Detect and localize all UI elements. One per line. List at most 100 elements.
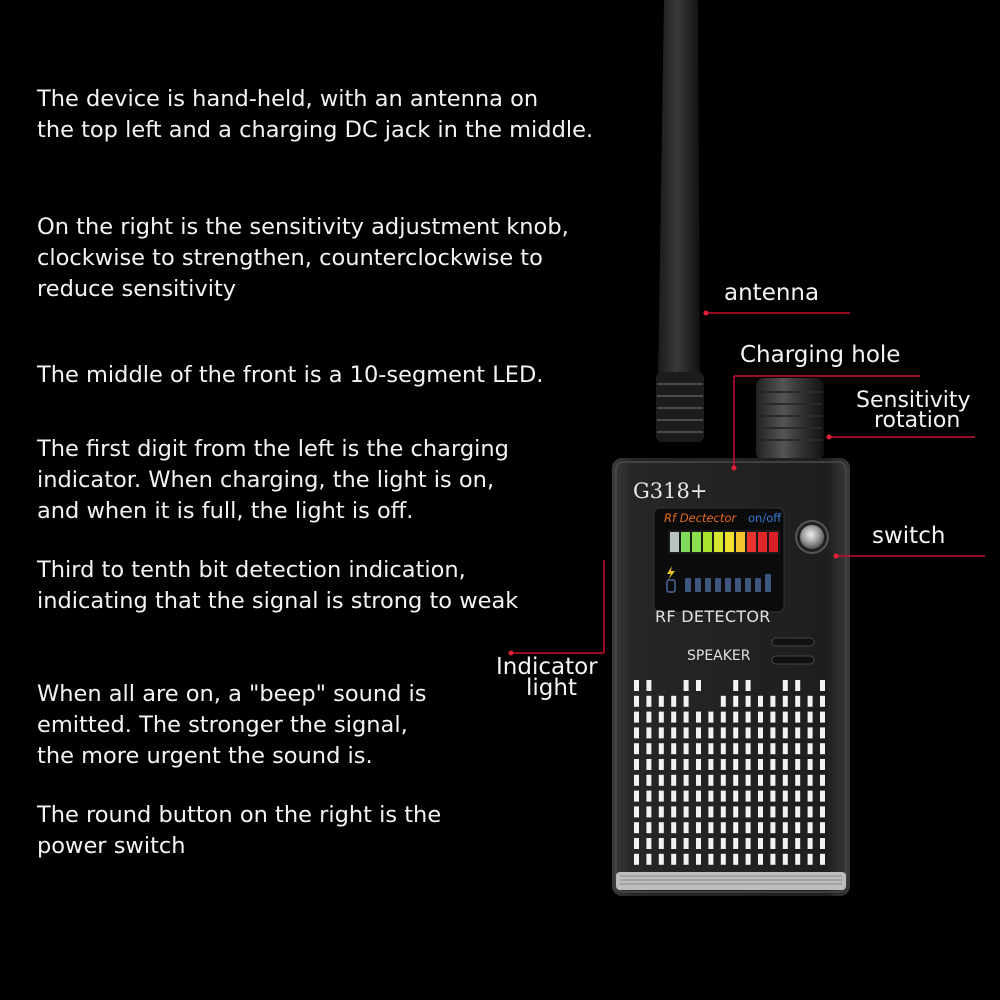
callout-switch: switch [872,523,946,549]
grill-slot [807,695,813,707]
battery-icon [666,579,676,593]
led-segment [736,532,745,552]
grill-slot [807,790,813,802]
grill-slot [795,838,801,849]
grill-slot [807,759,813,770]
sensitivity-knob-graphic [756,378,824,460]
grill-slot [770,711,776,723]
grill-slot [770,822,776,834]
led-segment [692,532,701,552]
grill-slot [820,680,825,691]
grill-slot [634,711,639,723]
grill-slot [745,727,751,739]
grill-slot [795,790,801,802]
led-segment [758,532,767,552]
grill-slot [770,790,776,802]
grill-slot [634,790,639,802]
grill-slot [758,853,763,865]
grill-slot [720,727,726,739]
grill-slot [646,695,652,707]
grill-slot [733,790,739,802]
grill-slot [758,806,763,818]
grill-slot [658,822,664,834]
grill-slot [720,743,726,755]
grill-slot [758,711,763,723]
grill-slot [708,853,714,865]
leader-lines [511,312,985,654]
grill-slot [646,743,652,755]
grill-slot [807,711,813,723]
grill-slot [820,727,825,739]
led-segment [725,532,734,552]
grill-slot [671,759,677,770]
grill-slot [646,759,652,770]
grill-slot [696,759,701,770]
grill-slot [658,759,664,770]
grill-slot [671,806,677,818]
grill-slot [782,806,788,818]
grill-slot [720,838,726,849]
grill-slot [758,743,763,755]
led-segment [747,532,756,552]
grill-slot [782,790,788,802]
led-bar [668,530,780,554]
grill-slot [720,822,726,834]
description-charging: The first digit from the left is the cha… [37,436,509,524]
grill-slot [658,774,664,786]
grill-slot [745,711,751,723]
grill-slot [745,853,751,865]
grill-slot [758,774,763,786]
grill-slot [658,806,664,818]
grill-slot [683,727,689,739]
led-segment [670,532,679,552]
grill-slot [658,711,664,723]
callout-light: light [526,675,577,701]
grill-slot [683,695,689,707]
grill-slot [758,695,763,707]
grill-slot [745,806,751,818]
grill-slot [708,711,714,723]
grill-slot [795,774,801,786]
grill-slot [770,727,776,739]
grill-slot [758,790,763,802]
grill-slot [733,838,739,849]
grill-slot [807,774,813,786]
grill-slot [658,790,664,802]
grill-slot [696,838,701,849]
grill-slot [683,806,689,818]
grill-slot [795,822,801,834]
grill-slot [646,806,652,818]
description-knob: On the right is the sensitivity adjustme… [37,214,569,302]
grill-slot [671,727,677,739]
grill-slot [795,759,801,770]
grill-slot [807,727,813,739]
callout-charging-hole: Charging hole [740,342,901,368]
grill-slot [795,853,801,865]
grill-slot [795,743,801,755]
grill-slot [733,806,739,818]
grill-slot [708,790,714,802]
onoff-label: on/off [748,511,782,525]
grill-slot [733,759,739,770]
grill-slot [720,711,726,723]
description-led: The middle of the front is a 10-segment … [37,362,544,388]
grill-slot [683,838,689,849]
grill-slot [820,822,825,834]
grill-slot [745,774,751,786]
grill-slot [820,743,825,755]
grill-slot [683,822,689,834]
grill-slot [795,711,801,723]
grill-slot [671,711,677,723]
grill-slot [807,743,813,755]
grill-slot [745,695,751,707]
grill-slot [646,853,652,865]
grill-slot [696,806,701,818]
grill-slot [708,838,714,849]
grill-slot [795,680,801,691]
grill-slot [708,727,714,739]
grill-slot [634,743,639,755]
grill-slot [820,774,825,786]
grill-slot [745,838,751,849]
grill-slot [807,838,813,849]
charge-bolt-icon [667,566,675,580]
